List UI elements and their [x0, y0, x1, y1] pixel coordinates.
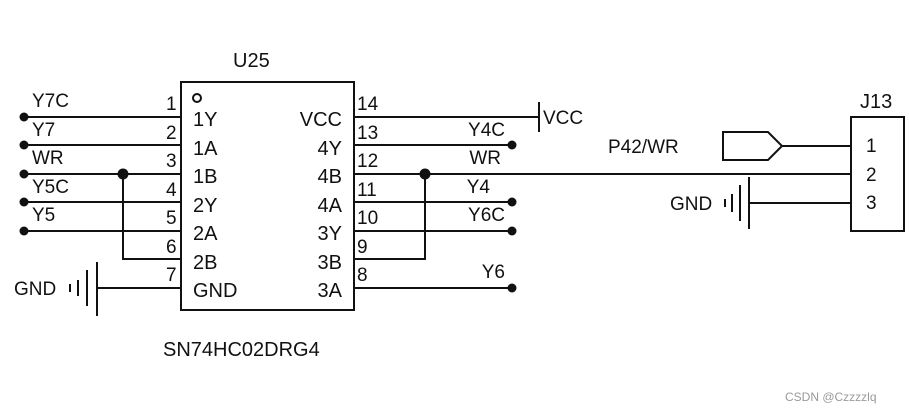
chip-u25: U25 SN74HC02DRG4 1 2 3 4 5 6 7 1Y 1A 1B …	[163, 50, 379, 361]
pin-name: 4B	[318, 166, 342, 188]
watermark: CSDN @Czzzzlq	[785, 390, 877, 404]
net-label: Y4	[467, 177, 491, 198]
pin-number: 8	[357, 265, 368, 286]
right-wires: VCC Y4C WR Y4 Y6C Y6	[354, 102, 851, 293]
junction-dot	[117, 168, 129, 180]
net-label: Y5	[32, 205, 55, 226]
connector-pin-number: 2	[866, 165, 877, 186]
net-label: Y6C	[468, 205, 505, 226]
pin-name: 2B	[193, 252, 217, 274]
junction-dot	[419, 168, 431, 180]
chip-part-number: SN74HC02DRG4	[163, 339, 320, 361]
pin-name: GND	[193, 280, 237, 302]
pin-number: 4	[166, 180, 177, 201]
net-terminal-dot	[19, 169, 29, 179]
pin-name: 4A	[318, 195, 343, 217]
net-terminal-dot	[19, 197, 29, 207]
chip-body	[180, 81, 355, 311]
pin-number: 7	[166, 265, 177, 286]
connector-body	[850, 116, 905, 232]
pin-name: 2Y	[193, 195, 217, 217]
net-terminal-dot	[507, 140, 517, 150]
net-label: Y7C	[32, 91, 69, 112]
pin-number: 11	[357, 180, 377, 201]
gnd-label: GND	[14, 279, 56, 300]
net-label: Y7	[32, 120, 55, 141]
pin-number: 5	[166, 208, 177, 229]
port-label: P42/WR	[608, 137, 679, 158]
pin-number: 2	[166, 123, 177, 144]
pin-name: VCC	[300, 109, 342, 131]
pin-name: 1A	[193, 138, 218, 160]
pin-name: 3Y	[318, 223, 342, 245]
chip-ref: U25	[233, 50, 270, 72]
net-label: Y4C	[468, 120, 505, 141]
connector-pin-number: 3	[866, 193, 877, 214]
port-flag-icon	[722, 131, 784, 161]
connector-j13: J13 1 2 3 P42/WR GND	[608, 91, 905, 232]
net-terminal-dot	[507, 226, 517, 236]
pin-name: 4Y	[318, 138, 342, 160]
pin-number: 9	[357, 237, 368, 258]
net-terminal-dot	[507, 283, 517, 293]
gnd-label: GND	[670, 194, 712, 215]
left-wires: Y7C Y7 WR Y5C Y5 GND	[14, 91, 181, 316]
net-terminal-dot	[19, 112, 29, 122]
pin-name: 1B	[193, 166, 217, 188]
net-label: Y5C	[32, 177, 69, 198]
pin-number: 13	[357, 123, 378, 144]
net-terminal-dot	[19, 226, 29, 236]
net-terminal-dot	[19, 140, 29, 150]
pin-number: 3	[166, 151, 177, 172]
connector-ref: J13	[860, 91, 892, 113]
pin-name: 3A	[318, 280, 343, 302]
wire-jumper-1b-2b	[122, 174, 181, 260]
ground-symbol: GND	[14, 262, 98, 316]
pin-number: 10	[357, 208, 378, 229]
pin-name: 1Y	[193, 109, 217, 131]
pin1-marker	[192, 93, 202, 103]
pin-name: 3B	[318, 252, 342, 274]
pin-number: 12	[357, 151, 378, 172]
connector-pin-number: 1	[866, 136, 877, 157]
pin-number: 1	[166, 94, 177, 115]
vcc-label: VCC	[543, 108, 583, 129]
wire-jumper-3b-4b	[354, 174, 426, 260]
net-label: Y6	[482, 262, 505, 283]
pin-number: 6	[166, 237, 177, 258]
net-terminal-dot	[507, 197, 517, 207]
pin-number: 14	[357, 94, 379, 115]
net-label: WR	[32, 148, 64, 169]
net-label: WR	[469, 148, 501, 169]
pin-name: 2A	[193, 223, 218, 245]
